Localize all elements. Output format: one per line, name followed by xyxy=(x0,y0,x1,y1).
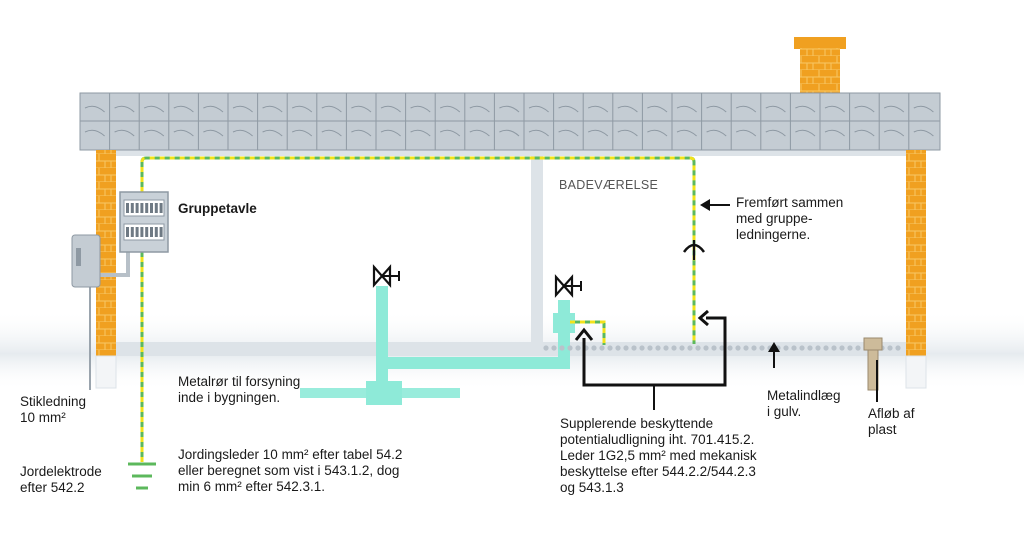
roof xyxy=(79,92,941,151)
earth-electrode-label: Jordelektrode efter 542.2 xyxy=(20,464,102,495)
group-panel xyxy=(119,191,169,253)
interior-ceiling xyxy=(116,150,906,156)
water-pipes xyxy=(300,286,575,405)
bathroom-label: BADEVÆRELSE xyxy=(559,178,659,192)
arrow-icon xyxy=(768,342,780,368)
valve-icon xyxy=(372,264,400,288)
pillar-left-base xyxy=(95,355,117,389)
floor-insert-label: Metalindlæg i gulv. xyxy=(767,388,841,419)
meter-link xyxy=(100,250,130,277)
pillar-left xyxy=(96,150,116,356)
carried-along-label: Fremført sammen med gruppe- ledningerne. xyxy=(736,195,844,242)
pillar-right-base xyxy=(905,355,927,389)
earth-symbol-icon xyxy=(128,462,156,490)
meter-handle xyxy=(76,248,81,266)
supplementary-bonding-label: Supplerende beskyttende potentialudligni… xyxy=(560,416,757,495)
valve-icon xyxy=(554,274,582,298)
pillar-right xyxy=(906,150,926,356)
drain-label: Afløb af plast xyxy=(868,406,915,437)
interior-wall-left xyxy=(531,150,543,345)
group-panel-label: Gruppetavle xyxy=(178,201,257,216)
service-cable-label: Stikledning 10 mm² xyxy=(20,394,87,425)
chimney-cap xyxy=(794,37,846,49)
floor-slab xyxy=(116,342,906,356)
earth-conductor-label: Jordingsleder 10 mm² efter tabel 54.2 el… xyxy=(178,447,403,494)
earth-conductors xyxy=(140,156,696,462)
floor-metal-insert xyxy=(543,345,901,351)
clamp-icon xyxy=(682,240,706,260)
chimney xyxy=(800,48,840,94)
arrow-icon xyxy=(700,199,730,211)
bonding-conductor xyxy=(574,309,727,410)
metal-pipe-label: Metalrør til forsyning inde i bygningen. xyxy=(178,374,301,405)
